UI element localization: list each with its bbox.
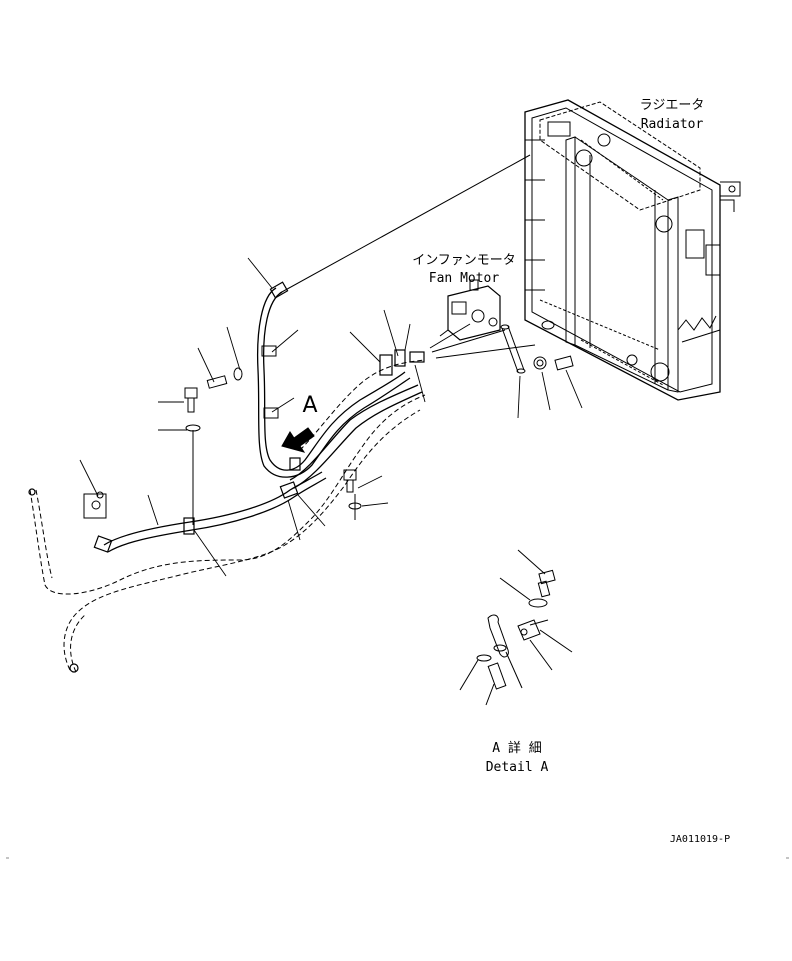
- fan-motor: [439, 279, 501, 341]
- tube-and-bolt: [500, 324, 574, 374]
- bolts-left: [184, 367, 243, 525]
- detail-label-en: Detail A: [485, 760, 549, 775]
- radiator-label-en: Radiator: [640, 117, 704, 132]
- leader-to-radiator: [279, 154, 531, 294]
- radiator-label-jp: ラジエータ: [639, 98, 705, 113]
- bolts-middle: [343, 469, 362, 520]
- fan-motor-label-jp: インファンモータ: [412, 253, 516, 268]
- view-arrow: [281, 427, 315, 453]
- hose-fittings: [28, 281, 425, 673]
- view-arrow-label: A: [302, 393, 318, 418]
- fan-motor-label-en: Fan Motor: [428, 271, 500, 286]
- hose-main-upper: [103, 287, 423, 553]
- hidden-hoses: [29, 359, 426, 673]
- leader-lines: [79, 257, 583, 577]
- drawing-number: JA011019-P: [669, 834, 731, 845]
- radiator: [524, 99, 741, 401]
- clamps: [83, 345, 279, 519]
- detail-label-jp: A 詳 細: [492, 741, 542, 756]
- detail-a: [459, 549, 573, 706]
